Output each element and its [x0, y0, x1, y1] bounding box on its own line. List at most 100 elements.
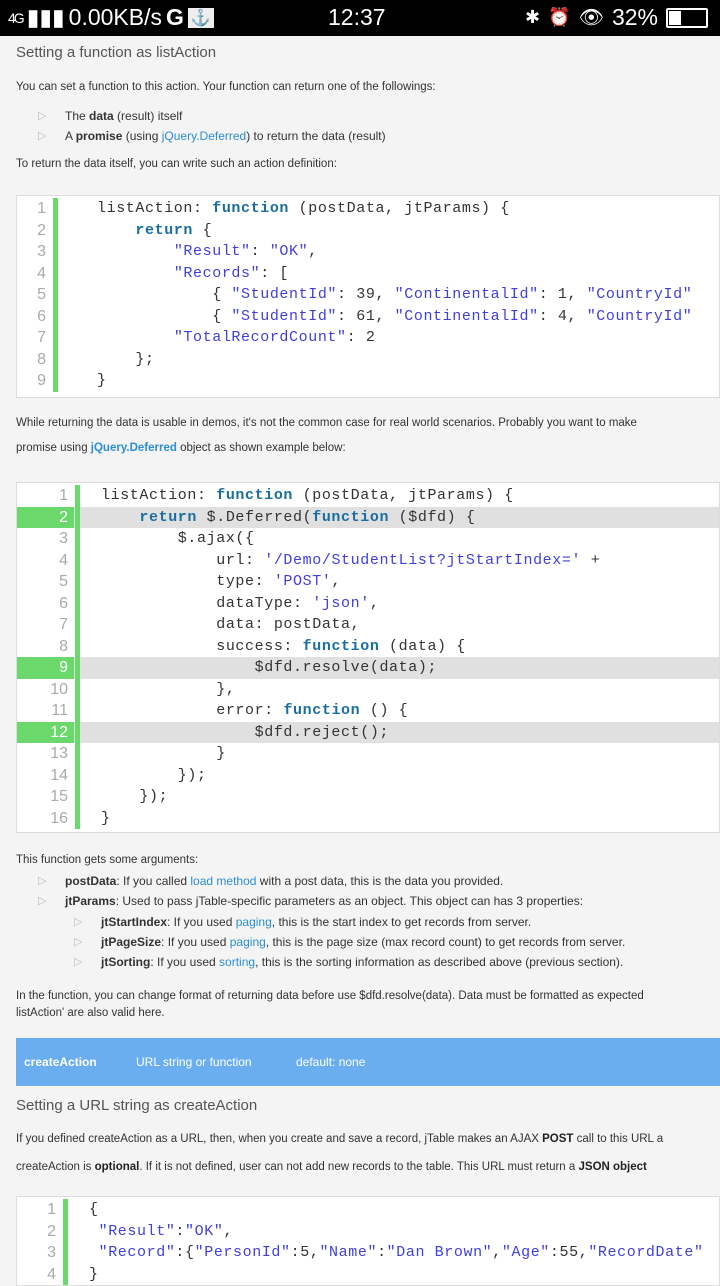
code-line: 4 url: '/Demo/StudentList?jtStartIndex='…	[17, 549, 719, 571]
line-number: 6	[37, 307, 46, 325]
line-number: 9	[37, 372, 46, 389]
code-text: { "StudentId": 39, "ContinentalId": 1, "…	[97, 284, 692, 306]
line-number: 1	[59, 487, 68, 504]
text: A	[65, 129, 76, 143]
code-line: 5 { "StudentId": 39, "ContinentalId": 1,…	[17, 284, 719, 306]
code-plain: }	[97, 372, 107, 389]
code-plain: });	[101, 766, 207, 784]
argument-item: ▷jtPageSize: If you used paging, this is…	[74, 935, 625, 949]
eye-icon: 👁	[578, 7, 604, 29]
paragraph: In the function, you can change format o…	[16, 990, 644, 1002]
arrow-icon: ▷	[74, 916, 83, 928]
code-text: listAction: function (postData, jtParams…	[101, 485, 514, 507]
code-plain: $dfd.resolve(data);	[101, 659, 438, 676]
code-plain	[89, 1244, 99, 1261]
code-plain: error:	[101, 702, 284, 719]
arrow-icon: ▷	[38, 130, 47, 142]
code-text: });	[101, 765, 207, 787]
line-number: 2	[17, 506, 74, 528]
link[interactable]: paging	[235, 915, 272, 929]
gutter-bar	[75, 721, 80, 743]
code-line: 4 "Records": [	[17, 262, 719, 284]
code-text: type: 'POST',	[101, 571, 341, 593]
text: ) to return the data (result)	[246, 129, 386, 143]
code-line: 3 "Result": "OK",	[17, 241, 719, 263]
google-icon: G	[166, 4, 184, 30]
code-plain	[101, 509, 139, 526]
gutter-bar	[75, 571, 80, 593]
code-plain: : 61,	[337, 307, 395, 325]
bold-text: POST	[542, 1133, 574, 1145]
line-number: 5	[37, 286, 46, 303]
text: , this is the sorting information as des…	[255, 955, 624, 969]
code-text: return {	[97, 220, 212, 242]
code-plain: {	[89, 1201, 99, 1218]
code-text: "Record":{"PersonId":5,"Name":"Dan Brown…	[89, 1242, 704, 1264]
gutter-bar	[75, 635, 80, 657]
link[interactable]: sorting	[219, 955, 256, 969]
notification-icon: ⚓	[187, 7, 214, 28]
line-number: 7	[59, 616, 68, 633]
code-plain: }	[89, 1265, 99, 1283]
code-plain: (postData, jtParams) {	[289, 200, 510, 217]
code-text: });	[101, 786, 168, 808]
argument-item: ▷jtStartIndex: If you used paging, this …	[74, 915, 532, 929]
line-number: 3	[47, 1244, 56, 1261]
signal-icon: 4G	[8, 9, 25, 26]
highlighted-code-line: 2 return $.Deferred(function ($dfd) {	[17, 506, 719, 528]
code-plain	[89, 1223, 99, 1240]
code-plain: type:	[101, 573, 274, 590]
code-text: $dfd.resolve(data);	[101, 657, 437, 679]
bluetooth-icon: ✱	[525, 7, 541, 27]
line-number: 9	[17, 657, 74, 679]
code-line: 1{	[17, 1199, 719, 1221]
code-plain: });	[101, 788, 169, 805]
code-plain: {	[97, 307, 232, 325]
code-plain	[97, 329, 174, 346]
paragraph: If you defined createAction as a URL, th…	[16, 1131, 716, 1148]
code-line: 15 });	[17, 786, 719, 808]
line-number: 4	[37, 264, 46, 282]
code-string: "Age"	[501, 1244, 550, 1261]
code-line: 4}	[17, 1263, 719, 1285]
code-plain: ,	[369, 594, 380, 612]
code-text: error: function () {	[101, 700, 408, 722]
text: While returning the data is usable in de…	[16, 417, 637, 429]
text: promise using	[16, 442, 91, 454]
text: object as shown example below:	[176, 442, 346, 454]
code-line: 3 $.ajax({	[17, 528, 719, 550]
line-number: 6	[59, 594, 68, 612]
code-plain: ,	[308, 243, 318, 260]
alarm-icon: ⏰	[548, 7, 571, 27]
code-line: 2 "Result":"OK",	[17, 1220, 719, 1242]
code-keyword: function	[283, 702, 361, 719]
line-number: 4	[47, 1265, 56, 1283]
code-keyword: function	[216, 487, 294, 504]
gutter-bar	[75, 614, 80, 636]
network-speed: 0.00KB/s	[68, 4, 163, 30]
line-number: 16	[50, 809, 68, 827]
code-line: 11 error: function () {	[17, 700, 719, 722]
code-line: 2 return {	[17, 219, 719, 242]
code-string: '/Demo/StudentList?jtStartIndex='	[264, 551, 582, 569]
list-item: ▷A promise (using jQuery.Deferred) to re…	[38, 129, 386, 143]
link[interactable]: jQuery.Deferred	[161, 129, 247, 143]
code-plain: data: postData,	[101, 616, 361, 633]
code-line: 7 "TotalRecordCount": 2	[17, 327, 719, 349]
code-plain: $.Deferred(	[197, 508, 313, 526]
code-plain	[97, 222, 135, 239]
link[interactable]: load method	[190, 874, 257, 888]
status-bar: 4G ▮▮▮ 0.00KB/s G ⚓ 12:37 ✱ ⏰ 👁 32%	[0, 0, 720, 36]
code-string: "Records"	[173, 264, 261, 282]
code-plain: {	[193, 221, 213, 239]
code-text: "TotalRecordCount": 2	[97, 327, 375, 349]
text: , this is the start index to get records…	[271, 915, 532, 929]
line-number: 15	[50, 788, 68, 805]
text: (using	[122, 129, 162, 143]
code-plain: $dfd.reject();	[101, 723, 390, 741]
link[interactable]: jQuery.Deferred	[90, 442, 177, 454]
list-item: ▷The data (result) itself	[38, 109, 182, 123]
paragraph: You can set a function to this action. Y…	[16, 81, 436, 93]
link[interactable]: paging	[229, 935, 266, 949]
